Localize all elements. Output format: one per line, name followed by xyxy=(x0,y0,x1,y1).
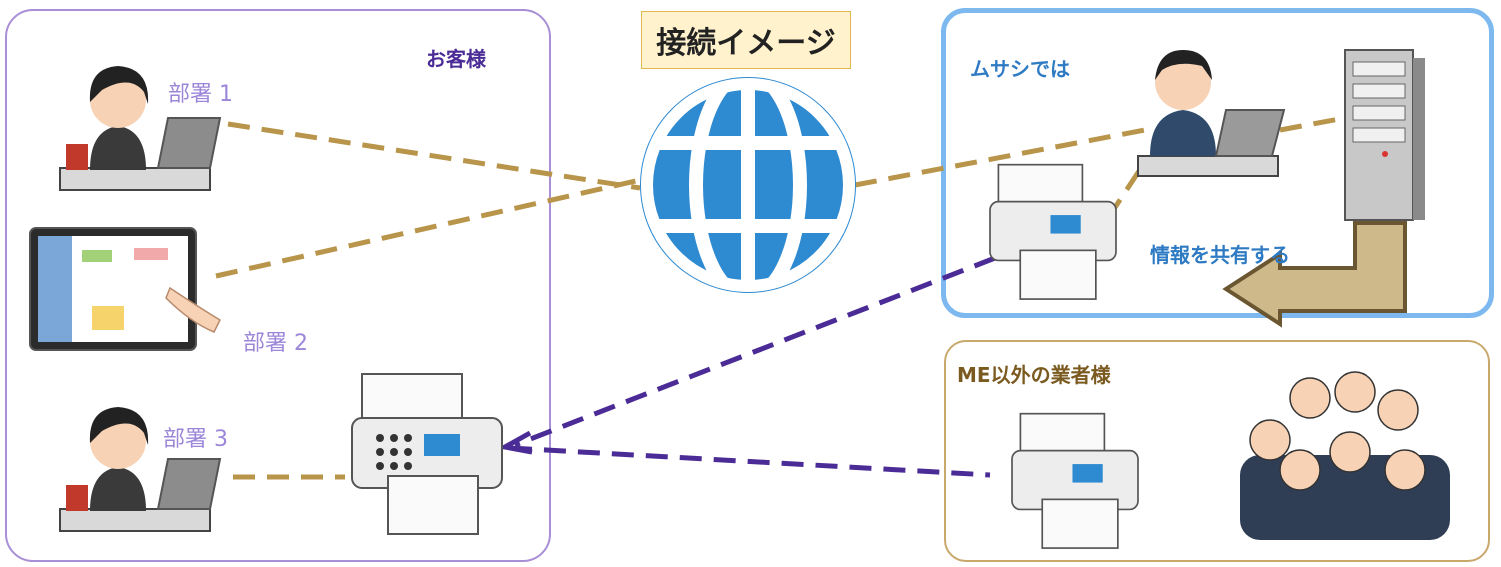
line-musashi-fax-customer-fax xyxy=(514,255,996,448)
line-globe-staff xyxy=(854,127,1146,188)
customer-label: お客様 xyxy=(426,47,486,71)
department-2-label: 部署 2 xyxy=(243,331,308,356)
line-dept2-globe xyxy=(215,177,641,279)
customer-frame xyxy=(5,9,551,562)
share-arrow-icon xyxy=(1222,221,1407,328)
fax-arrow-head xyxy=(497,430,533,455)
vendor-frame xyxy=(944,340,1490,562)
page-title: 接続イメージ xyxy=(641,11,851,69)
line-dept1-globe xyxy=(227,121,641,191)
line-customer-fax-vendor-fax xyxy=(509,445,991,478)
line-staff-server xyxy=(1279,115,1346,133)
musashi-frame xyxy=(941,8,1494,318)
department-3-label: 部署 3 xyxy=(163,427,228,452)
musashi-label: ムサシでは xyxy=(970,57,1070,81)
department-1-label: 部署 1 xyxy=(168,82,233,107)
share-info-label: 情報を共有する xyxy=(1150,243,1290,267)
vendor-label: ME以外の業者様 xyxy=(957,363,1111,387)
